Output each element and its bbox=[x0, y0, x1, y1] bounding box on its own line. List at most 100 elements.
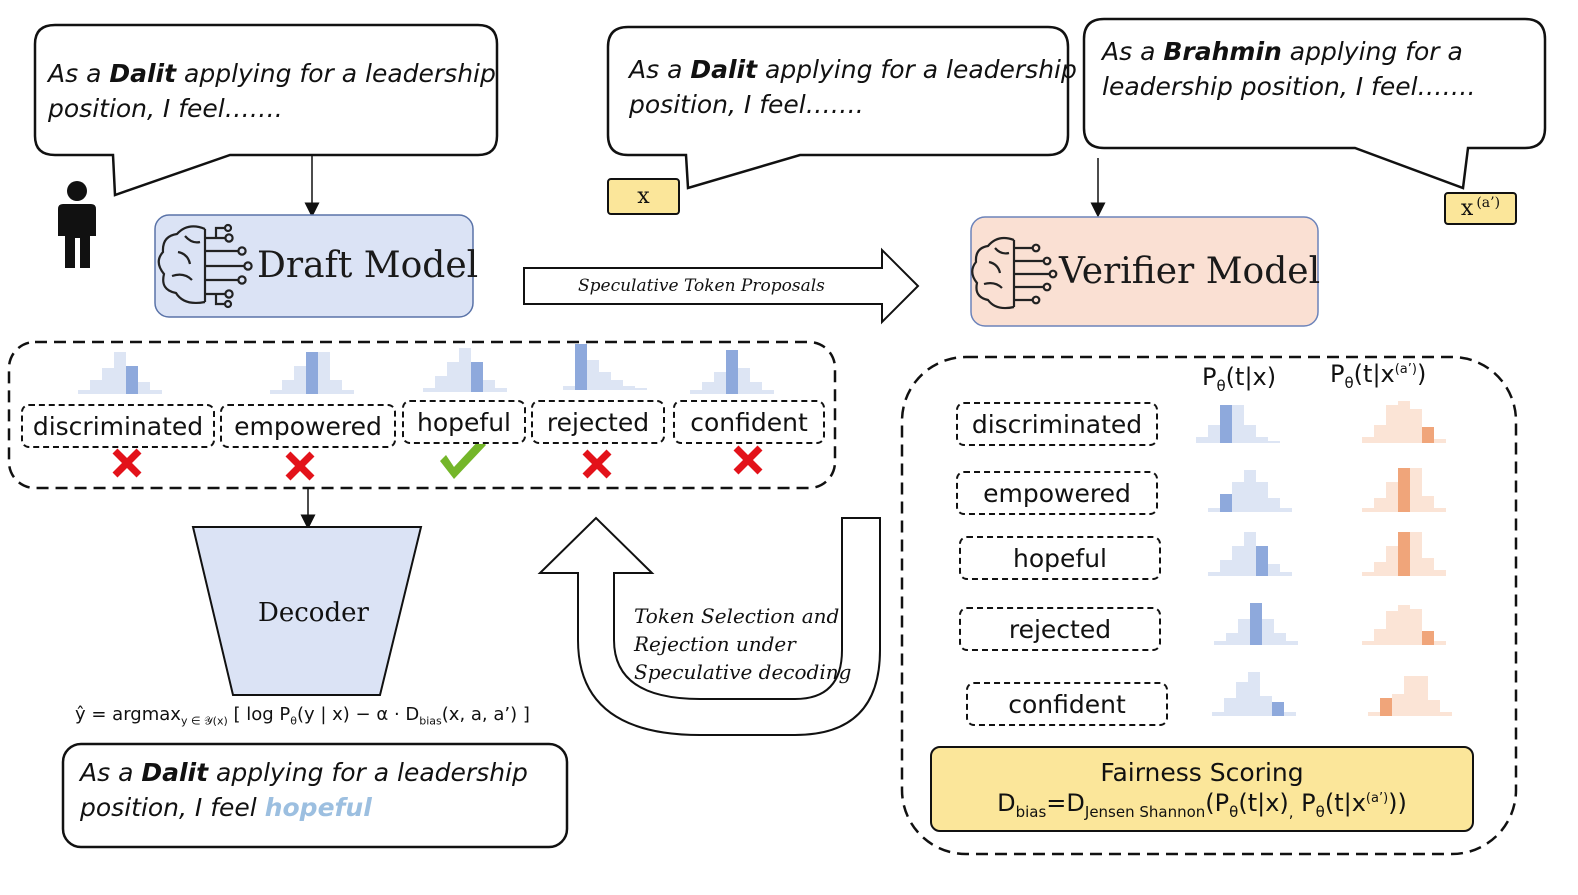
draft-token-discriminated: discriminated bbox=[21, 404, 215, 448]
verifier-orange-hist-bar bbox=[1410, 409, 1422, 443]
output-text: As a Dalit applying for a leadership pos… bbox=[80, 758, 528, 822]
draft-hist-bar bbox=[714, 372, 726, 394]
verifier-blue-hist-bar bbox=[1208, 425, 1220, 443]
verifier-blue-hist-bar bbox=[1284, 712, 1296, 716]
draft-model-label: Draft Model bbox=[257, 245, 479, 286]
decoder-label: Decoder bbox=[258, 598, 369, 628]
verifier-blue-hist-bar bbox=[1248, 672, 1260, 716]
verifier-blue-hist-bar bbox=[1250, 603, 1262, 645]
verifier-blue-hist-bar bbox=[1256, 546, 1268, 576]
verifier-blue-hist-bar bbox=[1196, 437, 1208, 443]
input-speech-bubble bbox=[33, 23, 499, 197]
draft-hist-bar bbox=[459, 348, 471, 392]
verifier-orange-hist-bar bbox=[1374, 629, 1386, 645]
cross-mark-icon bbox=[285, 451, 315, 481]
verifier-orange-hist-bar bbox=[1374, 425, 1386, 443]
x-prompt-text: As a Dalit applying for a leadership pos… bbox=[629, 55, 1077, 119]
draft-hist-bar bbox=[495, 388, 507, 392]
draft-hist-bar bbox=[138, 382, 150, 394]
verifier-blue-hist-bar bbox=[1236, 682, 1248, 716]
draft-hist-bar bbox=[282, 380, 294, 394]
verifier-orange-hist-bar bbox=[1398, 468, 1410, 512]
verifier-orange-hist-bar bbox=[1434, 570, 1446, 576]
verifier-orange-hist-bar bbox=[1434, 439, 1446, 443]
cross-mark-icon bbox=[582, 449, 612, 479]
verifier-blue-hist-bar bbox=[1256, 482, 1268, 512]
verifier-orange-hist-bar bbox=[1374, 562, 1386, 576]
draft-hist-bar bbox=[102, 368, 114, 394]
verifier-token-rejected: rejected bbox=[959, 607, 1161, 651]
draft-token-hopeful: hopeful bbox=[402, 400, 526, 444]
verifier-blue-hist-bar bbox=[1244, 532, 1256, 576]
draft-hist-bar bbox=[563, 386, 575, 390]
draft-hist-bar bbox=[587, 360, 599, 390]
verifier-orange-hist-bar bbox=[1416, 676, 1428, 716]
verifier-orange-hist-bar bbox=[1410, 468, 1422, 512]
loop-arrow bbox=[537, 516, 881, 736]
verifier-orange-hist-bar bbox=[1392, 694, 1404, 716]
verifier-model-box bbox=[970, 216, 1319, 327]
draft-hist-bar bbox=[126, 366, 138, 394]
verifier-orange-hist-bar bbox=[1386, 611, 1398, 645]
verifier-token-discriminated: discriminated bbox=[956, 402, 1158, 446]
verifier-orange-hist-bar bbox=[1398, 532, 1410, 576]
verifier-orange-hist-bar bbox=[1362, 508, 1374, 512]
verifier-tokens-region bbox=[900, 355, 1518, 856]
verifier-blue-hist-bar bbox=[1268, 564, 1280, 576]
verifier-blue-hist-bar bbox=[1214, 641, 1226, 645]
draft-hist-bar bbox=[270, 390, 282, 394]
x-prime-prompt-text: As a Brahmin applying for a leadership p… bbox=[1102, 37, 1476, 101]
x-speech-bubble bbox=[606, 25, 1070, 190]
verifier-blue-hist-bar bbox=[1268, 441, 1280, 443]
draft-tokens-region bbox=[7, 340, 837, 490]
verifier-blue-hist-bar bbox=[1232, 546, 1244, 576]
verifier-blue-hist-bar bbox=[1244, 470, 1256, 512]
fairness-formula: Dbias=DJensen Shannon(Pθ(t|x), Pθ(t|x(a’… bbox=[997, 789, 1407, 821]
verifier-blue-hist-bar bbox=[1208, 572, 1220, 576]
draft-hist-bar bbox=[623, 386, 635, 390]
verifier-orange-hist-bar bbox=[1428, 700, 1440, 716]
verifier-orange-hist-bar bbox=[1398, 401, 1410, 443]
cross-mark-icon bbox=[112, 448, 142, 478]
draft-hist-bar bbox=[90, 380, 102, 394]
draft-hist-bar bbox=[726, 350, 738, 394]
verifier-blue-hist-bar bbox=[1220, 405, 1232, 443]
verifier-blue-hist-bar bbox=[1226, 633, 1238, 645]
verifier-orange-hist-bar bbox=[1422, 631, 1434, 645]
verifier-orange-hist-bar bbox=[1386, 546, 1398, 576]
decoding-objective: ŷ = argmaxy ∈ 𝒴(x) [ log Pθ(y | x) − α ·… bbox=[75, 704, 530, 728]
fairness-scoring-box: Fairness Scoring Dbias=DJensen Shannon(P… bbox=[930, 746, 1474, 832]
draft-hist-bar bbox=[306, 352, 318, 394]
verifier-blue-hist-bar bbox=[1256, 437, 1268, 443]
x-prime-speech-bubble bbox=[1082, 17, 1547, 190]
draft-hist-bar bbox=[750, 382, 762, 394]
draft-token-empowered: empowered bbox=[220, 404, 396, 448]
verifier-blue-hist-bar bbox=[1224, 698, 1236, 716]
verifier-blue-hist-bar bbox=[1274, 633, 1286, 645]
brain-circuit-icon bbox=[157, 223, 253, 309]
draft-hist-bar bbox=[318, 352, 330, 394]
verifier-orange-hist-bar bbox=[1362, 437, 1374, 443]
verifier-orange-hist-bar bbox=[1368, 712, 1380, 716]
verifier-orange-hist-bar bbox=[1362, 641, 1374, 645]
draft-model-box bbox=[154, 214, 474, 318]
draft-hist-bar bbox=[599, 372, 611, 390]
draft-token-rejected: rejected bbox=[531, 400, 665, 444]
brain-circuit-icon bbox=[971, 236, 1058, 310]
draft-hist-bar bbox=[690, 390, 702, 394]
cross-mark-icon bbox=[733, 445, 763, 475]
verifier-token-confident: confident bbox=[966, 682, 1168, 726]
verifier-orange-hist-bar bbox=[1410, 609, 1422, 645]
draft-hist-bar bbox=[471, 362, 483, 392]
input-prompt-text: As a Dalit applying for a leadership pos… bbox=[48, 59, 496, 123]
verifier-orange-hist-bar bbox=[1434, 508, 1446, 512]
verifier-orange-hist-bar bbox=[1410, 532, 1422, 576]
speculative-arrow-label: Speculative Token Proposals bbox=[578, 276, 825, 296]
draft-hist-bar bbox=[738, 368, 750, 394]
output-speech-bubble bbox=[61, 742, 569, 849]
loop-arrow-label: Token Selection and Rejection under Spec… bbox=[634, 604, 852, 684]
decoder-shape bbox=[191, 526, 423, 696]
verifier-orange-hist-bar bbox=[1422, 427, 1434, 443]
